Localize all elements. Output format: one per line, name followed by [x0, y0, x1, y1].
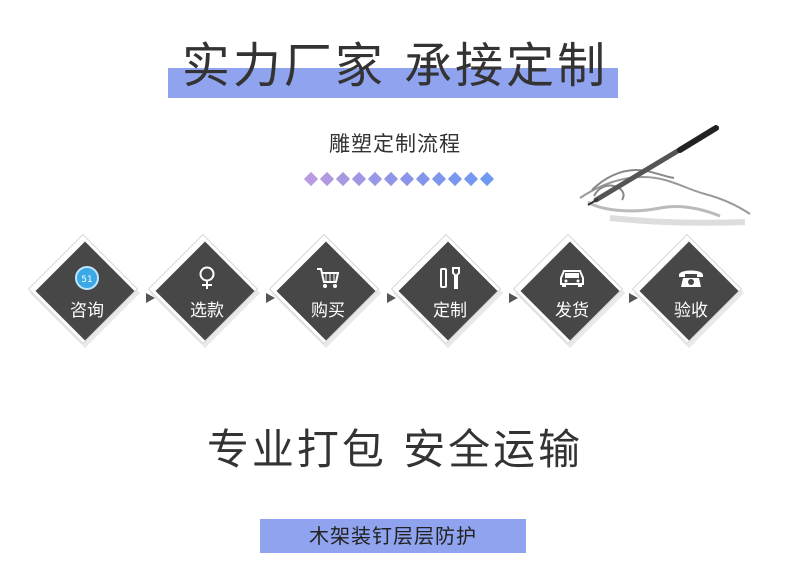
decorative-diamond — [383, 171, 399, 187]
arrow-icon — [266, 293, 275, 303]
subtitle: 雕塑定制流程 — [329, 132, 461, 156]
step-customize: 定制 — [390, 233, 505, 349]
decorative-diamond — [335, 171, 351, 187]
step-accept: 验收 — [631, 233, 746, 349]
decorative-diamond — [463, 171, 479, 187]
telephone-icon — [676, 264, 706, 292]
headline: 实力厂家 承接定制 — [181, 38, 609, 94]
step-label: 验收 — [674, 301, 708, 321]
decorative-diamond — [319, 171, 335, 187]
decorative-diamond — [447, 171, 463, 187]
decorative-diamond — [479, 171, 495, 187]
arrow-icon — [387, 293, 396, 303]
step-consult: 51 咨询 — [27, 233, 142, 349]
decorative-diamond-row — [303, 171, 495, 187]
arrow-icon — [629, 293, 638, 303]
shopping-cart-icon — [313, 264, 343, 292]
step-label: 购买 — [311, 301, 345, 321]
step-label: 选款 — [190, 301, 224, 321]
headline-highlight-bar — [168, 68, 618, 98]
female-symbol-icon — [192, 264, 222, 292]
process-steps: 51 咨询 选款 购买 — [0, 233, 790, 358]
decorative-diamond — [367, 171, 383, 187]
chat-bubble-icon: 51 — [72, 264, 102, 292]
hand-writing-icon — [579, 125, 751, 226]
step-select: 选款 — [147, 233, 262, 349]
step-label: 发货 — [555, 301, 589, 321]
arrow-icon — [509, 293, 518, 303]
step-label: 定制 — [433, 301, 467, 321]
step-label: 咨询 — [70, 301, 104, 321]
decorative-diamond — [351, 171, 367, 187]
tools-icon — [435, 264, 465, 292]
decorative-diamond — [431, 171, 447, 187]
packaging-slogan: 专业打包 安全运输 — [206, 425, 584, 474]
svg-text:51: 51 — [81, 275, 92, 285]
decorative-diamond — [399, 171, 415, 187]
decorative-diamond — [415, 171, 431, 187]
step-purchase: 购买 — [268, 233, 383, 349]
protection-banner: 木架装钉层层防护 — [260, 519, 526, 553]
car-icon — [557, 264, 587, 292]
decorative-diamond — [303, 171, 319, 187]
arrow-icon — [146, 293, 155, 303]
step-ship: 发货 — [512, 233, 627, 349]
